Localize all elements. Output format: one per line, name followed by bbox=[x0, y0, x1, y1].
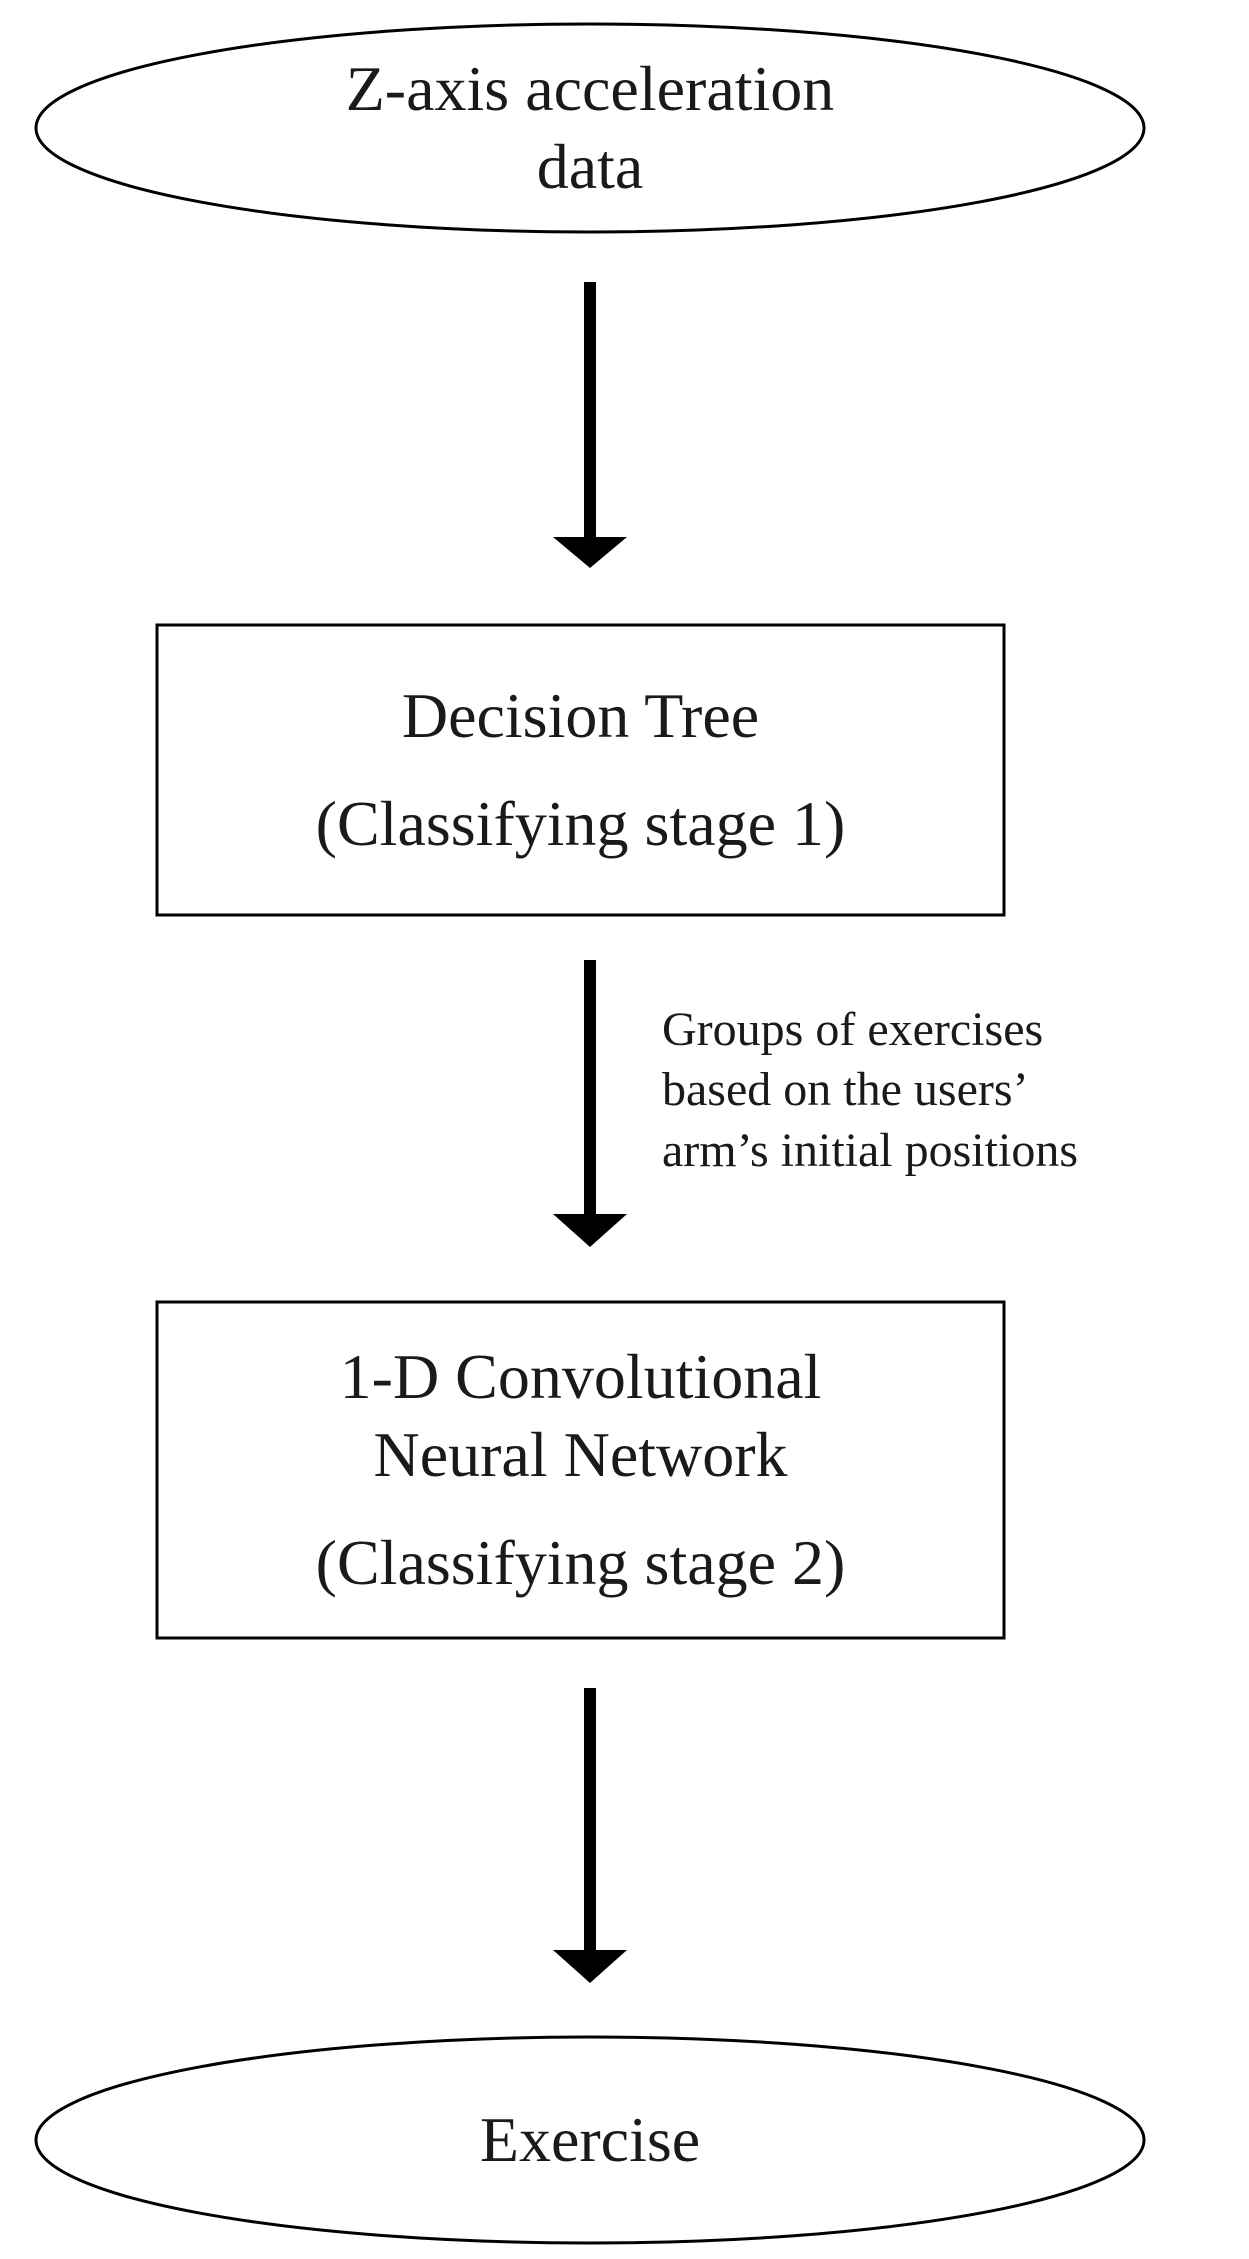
stage2-subtitle: (Classifying stage 2) bbox=[315, 1527, 846, 1599]
arrow-3-head bbox=[553, 1950, 627, 1983]
edge-2-label-line-2: based on the users’ bbox=[662, 1063, 1029, 1117]
input-ellipse bbox=[34, 22, 1146, 234]
output-node-label: Exercise bbox=[36, 2037, 1144, 2243]
stage2-title-line-2: Neural Network bbox=[373, 1418, 788, 1490]
input-label-line-2: data bbox=[536, 131, 644, 202]
output-ellipse bbox=[34, 2035, 1146, 2245]
edge-2-label: Groups of exercises based on the users’ … bbox=[662, 1000, 1242, 1181]
stage2-box bbox=[155, 1300, 1006, 1640]
stage1-subtitle: (Classifying stage 1) bbox=[315, 788, 846, 859]
stage1-title: Decision Tree bbox=[401, 679, 760, 751]
input-node-label: Z-axis acceleration data bbox=[36, 24, 1144, 232]
stage2-title-line-1: 1-D Convolutional bbox=[339, 1340, 822, 1412]
arrow-2-head bbox=[553, 1214, 627, 1247]
edge-2-label-line-1: Groups of exercises bbox=[662, 1003, 1044, 1056]
stage1-node-label: Decision Tree (Classifying stage 1) bbox=[157, 625, 1004, 915]
stage2-node-label: 1-D Convolutional Neural Network (Classi… bbox=[157, 1302, 1004, 1638]
stage1-box bbox=[155, 623, 1006, 917]
arrow-1-head bbox=[553, 537, 627, 568]
edge-2-label-line-3: arm’s initial positions bbox=[662, 1123, 1078, 1177]
input-label-line-1: Z-axis acceleration bbox=[345, 52, 835, 124]
output-label-line-1: Exercise bbox=[479, 2103, 701, 2175]
